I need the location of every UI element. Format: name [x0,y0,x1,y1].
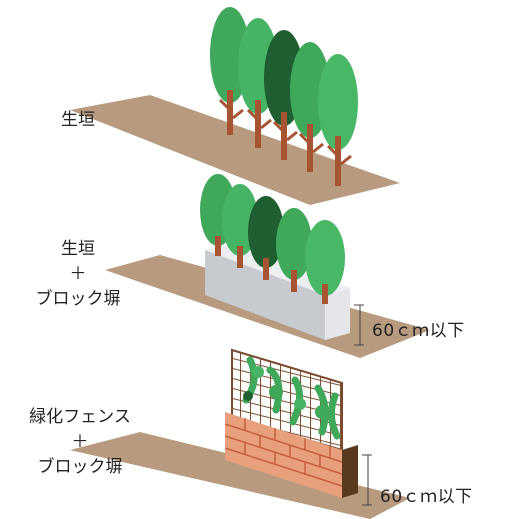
label-hedge-block: 生垣 ＋ ブロック塀 [18,237,138,312]
dimension-label-1: 60ｃｍ以下 [372,321,465,341]
tree-row-1 [210,7,358,186]
label-hedge: 生垣 [48,108,108,133]
ground-1 [70,95,400,205]
dimension-bracket-1 [354,304,364,346]
brick-wall [224,412,358,498]
dimension-label-2: 60ｃｍ以下 [380,487,473,507]
label-fence-block-line2: ＋ [71,432,89,452]
hedge-block-scene [105,174,430,358]
dimension-bracket-2 [362,454,372,506]
fence-block-scene [70,348,410,519]
label-fence-block: 緑化フェンス ＋ ブロック塀 [10,405,150,480]
label-hedge-text: 生垣 [61,110,95,130]
label-hedge-block-line1: 生垣 [61,239,95,259]
hedge-scene [70,7,400,205]
tree-row-2 [200,174,345,304]
label-fence-block-line3: ブロック塀 [37,457,123,477]
label-hedge-block-line2: ＋ [69,264,87,284]
label-hedge-block-line3: ブロック塀 [35,289,121,309]
ground-3 [70,432,410,519]
label-fence-block-line1: 緑化フェンス [29,407,131,427]
